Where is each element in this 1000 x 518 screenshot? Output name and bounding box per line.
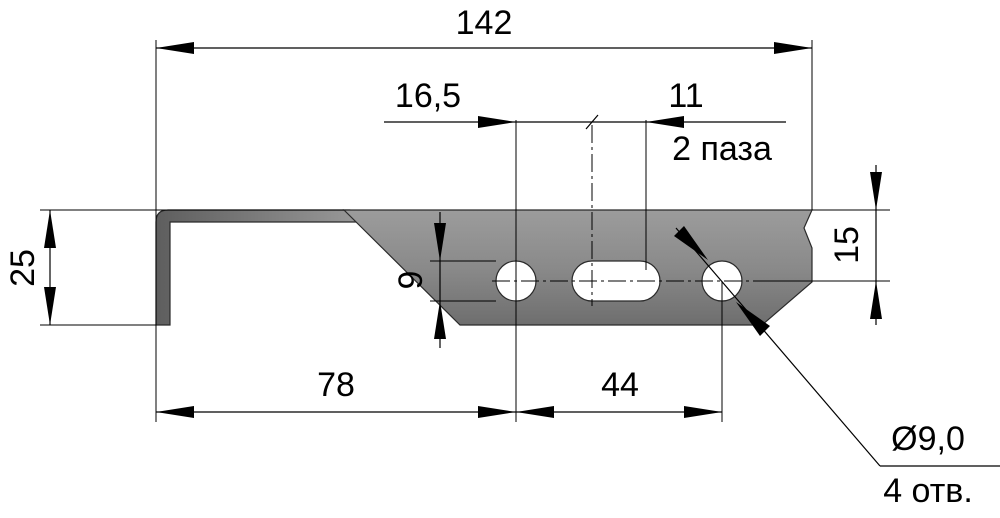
hole-count-note: 4 отв.: [883, 472, 973, 510]
dim-text-142: 142: [456, 4, 513, 42]
dimension-height-plate: 15: [828, 165, 882, 325]
dim-text-44: 44: [601, 366, 639, 404]
bracket-lip: [155, 209, 366, 326]
dimension-overall-length: 142: [156, 4, 812, 54]
dimension-height-total: 25: [4, 210, 56, 325]
dim-text-15: 15: [828, 226, 866, 264]
dimension-hole-row: 9: [392, 212, 446, 348]
center-lines: [492, 125, 760, 306]
dimension-slot: 16,5 11 2 паза: [384, 77, 786, 168]
hole-diameter-label: Ø9,0: [891, 420, 965, 458]
dim-text-16-5: 16,5: [395, 77, 461, 115]
dim-text-9: 9: [392, 271, 430, 290]
dim-text-25: 25: [4, 249, 42, 287]
dim-text-78: 78: [317, 366, 355, 404]
slot-count-note: 2 паза: [672, 130, 772, 168]
dim-text-11: 11: [668, 77, 703, 115]
dimension-hole-diameter: Ø9,0 4 отв.: [674, 226, 1000, 510]
bracket-part: [155, 209, 813, 326]
dimension-hole-positions: 78 44: [156, 366, 722, 418]
extension-lines: [40, 40, 890, 422]
